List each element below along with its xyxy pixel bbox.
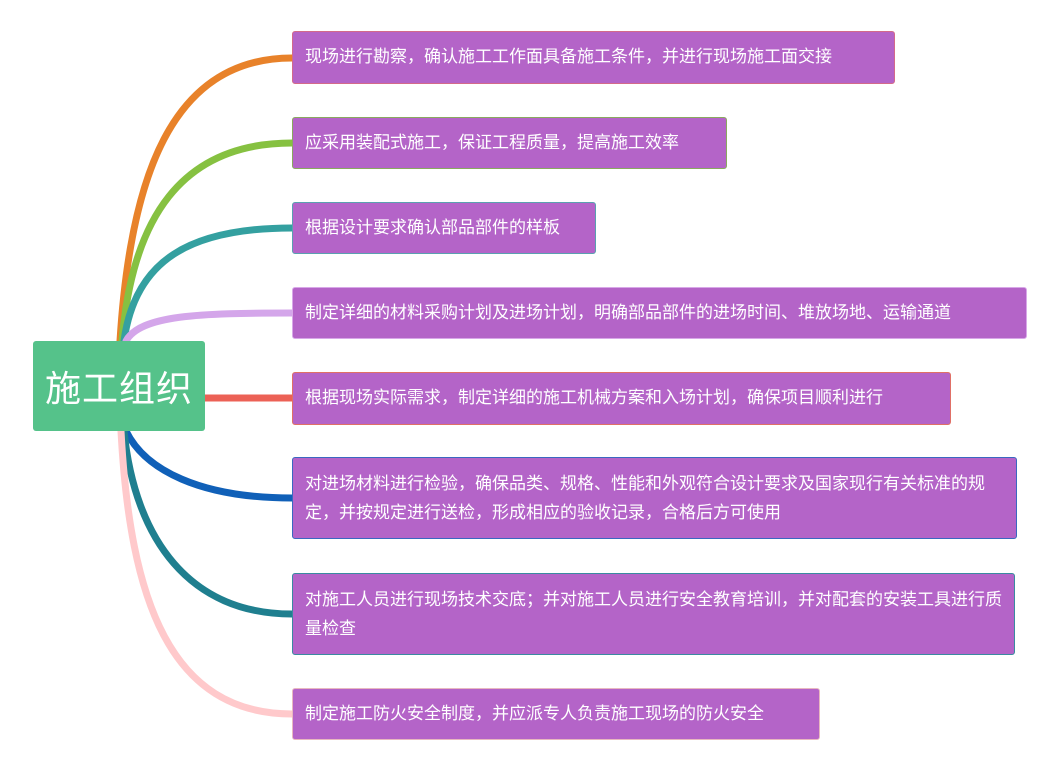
branch-text: 制定详细的材料采购计划及进场计划，明确部品部件的进场时间、堆放场地、运输通道	[305, 302, 951, 323]
connector-2	[120, 224, 296, 345]
branch-node-procurement-plan[interactable]: 制定详细的材料采购计划及进场计划，明确部品部件的进场时间、堆放场地、运输通道	[292, 287, 1027, 339]
connector-6	[120, 427, 296, 618]
branch-node-site-survey[interactable]: 现场进行勘察，确认施工工作面具备施工条件，并进行现场施工面交接	[292, 31, 895, 84]
connector-0	[116, 54, 296, 345]
connector-3	[122, 309, 296, 345]
connector-5	[122, 427, 296, 502]
branch-node-fire-safety[interactable]: 制定施工防火安全制度，并应派专人负责施工现场的防火安全	[292, 688, 820, 740]
branch-node-machinery-plan[interactable]: 根据现场实际需求，制定详细的施工机械方案和入场计划，确保项目顺利进行	[292, 372, 951, 425]
root-label: 施工组织	[44, 369, 193, 410]
branch-text: 根据设计要求确认部品部件的样板	[305, 217, 560, 238]
branch-text: 制定施工防火安全制度，并应派专人负责施工现场的防火安全	[305, 703, 764, 724]
branch-text: 对进场材料进行检验，确保品类、规格、性能和外观符合设计要求及国家现行有关标准的规…	[305, 474, 985, 523]
connector-7	[117, 427, 296, 718]
root-node[interactable]: 施工组织	[33, 341, 205, 431]
branch-node-material-inspection[interactable]: 对进场材料进行检验，确保品类、规格、性能和外观符合设计要求及国家现行有关标准的规…	[292, 457, 1017, 539]
branch-text: 应采用装配式施工，保证工程质量，提高施工效率	[305, 132, 679, 153]
branch-text: 根据现场实际需求，制定详细的施工机械方案和入场计划，确保项目顺利进行	[305, 388, 883, 408]
branch-node-technical-briefing[interactable]: 对施工人员进行现场技术交底；并对施工人员进行安全教育培训，并对配套的安装工具进行…	[292, 573, 1015, 655]
branch-text: 现场进行勘察，确认施工工作面具备施工条件，并进行现场施工面交接	[305, 47, 832, 67]
branch-text: 对施工人员进行现场技术交底；并对施工人员进行安全教育培训，并对配套的安装工具进行…	[305, 590, 1002, 639]
connector-1	[118, 139, 296, 345]
branch-node-sample-confirmation[interactable]: 根据设计要求确认部品部件的样板	[292, 202, 596, 254]
branch-node-prefab-construction[interactable]: 应采用装配式施工，保证工程质量，提高施工效率	[292, 117, 727, 169]
